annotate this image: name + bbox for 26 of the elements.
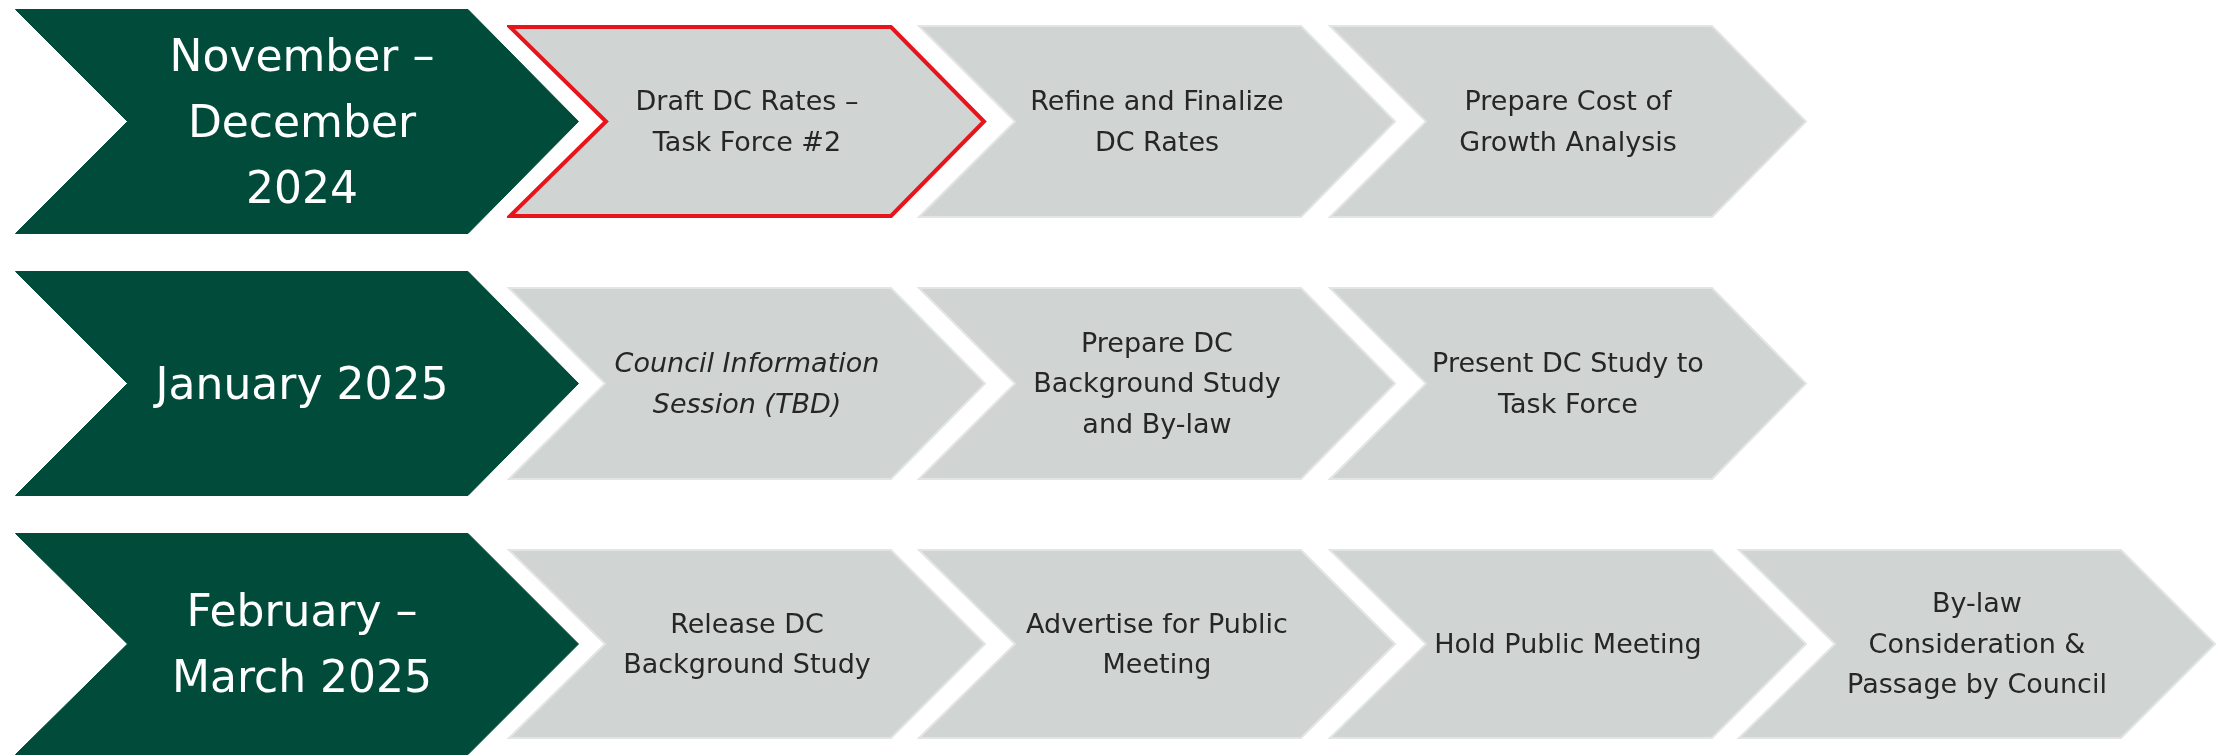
step-label: Prepare DC Background Study and By-law: [1032, 325, 1282, 441]
step-label: Advertise for Public Meeting: [1025, 606, 1289, 681]
period-banner: [14, 532, 580, 756]
period-banner: [14, 8, 580, 235]
period-label: November – December 2024: [168, 28, 436, 215]
step-banner: [917, 286, 1397, 481]
step-label: By-law Consideration & Passage by Council: [1846, 586, 2108, 702]
step-banner: [1737, 548, 2217, 740]
step-banner: [917, 24, 1397, 219]
step-banner: [507, 24, 987, 219]
step-banner: [507, 548, 987, 740]
step-label: Draft DC Rates – Task Force #2: [634, 84, 860, 159]
step-banner: [1328, 286, 1808, 481]
step-label: Hold Public Meeting: [1434, 626, 1702, 661]
step-label: Refine and Finalize DC Rates: [1029, 84, 1285, 159]
step-banner: [917, 548, 1397, 740]
step-banner: [1328, 24, 1808, 219]
step-label: Present DC Study to Task Force: [1431, 346, 1705, 421]
step-label: Release DC Background Study: [622, 606, 872, 681]
step-label: Council Information Session (TBD): [613, 346, 881, 421]
step-banner: [507, 286, 987, 481]
period-label: January 2025: [155, 356, 449, 411]
step-label: Prepare Cost of Growth Analysis: [1458, 84, 1678, 159]
step-banner: [1328, 548, 1808, 740]
period-banner: [14, 270, 580, 497]
period-label: February – March 2025: [170, 584, 434, 704]
